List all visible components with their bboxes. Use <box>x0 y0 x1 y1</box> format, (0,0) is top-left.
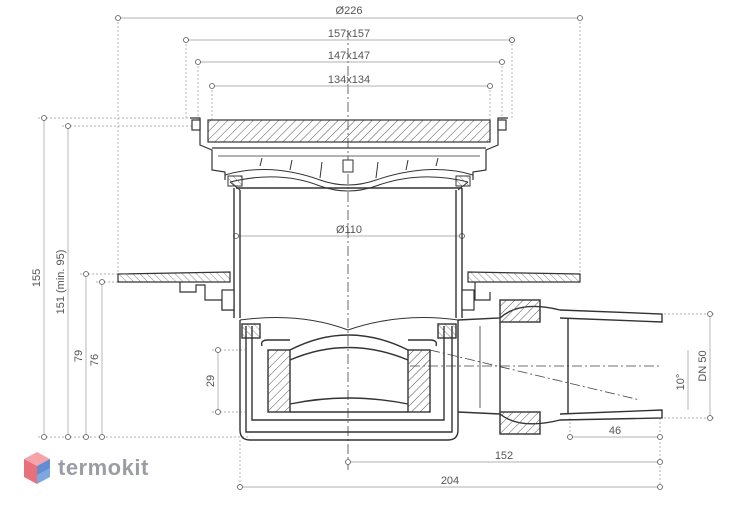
label-d110: Ø110 <box>336 224 362 236</box>
odour-trap-top <box>224 157 474 192</box>
membrane-flange <box>117 271 581 311</box>
dimension-labels: Ø226 157x157 147x147 134x134 Ø110 155 15… <box>31 5 709 487</box>
dimension-terminals <box>41 15 713 490</box>
logo-text: termokit <box>58 455 149 480</box>
label-h29: 29 <box>205 375 217 387</box>
label-h76: 76 <box>89 354 101 366</box>
label-angle: 10° <box>675 374 687 391</box>
termokit-logo: termokit <box>22 450 149 486</box>
label-d147: 147x147 <box>328 50 370 62</box>
drain-body <box>233 187 463 318</box>
center-axis <box>347 30 660 470</box>
outlet-pipe <box>457 299 663 435</box>
drain-grate <box>190 117 508 180</box>
label-h155: 155 <box>31 269 43 287</box>
label-h79: 79 <box>73 350 85 362</box>
logo-cube-icon <box>24 452 50 484</box>
label-w204: 204 <box>441 475 459 487</box>
label-dn50: DN 50 <box>697 350 709 381</box>
label-d157: 157x157 <box>328 28 370 40</box>
trap-housing <box>239 317 459 441</box>
label-w46: 46 <box>609 425 621 437</box>
label-d134: 134x134 <box>328 74 370 86</box>
label-w152: 152 <box>495 450 513 462</box>
label-h151: 151 (min. 95) <box>55 250 67 315</box>
label-d226: Ø226 <box>336 5 363 17</box>
dimension-lines <box>38 17 716 490</box>
